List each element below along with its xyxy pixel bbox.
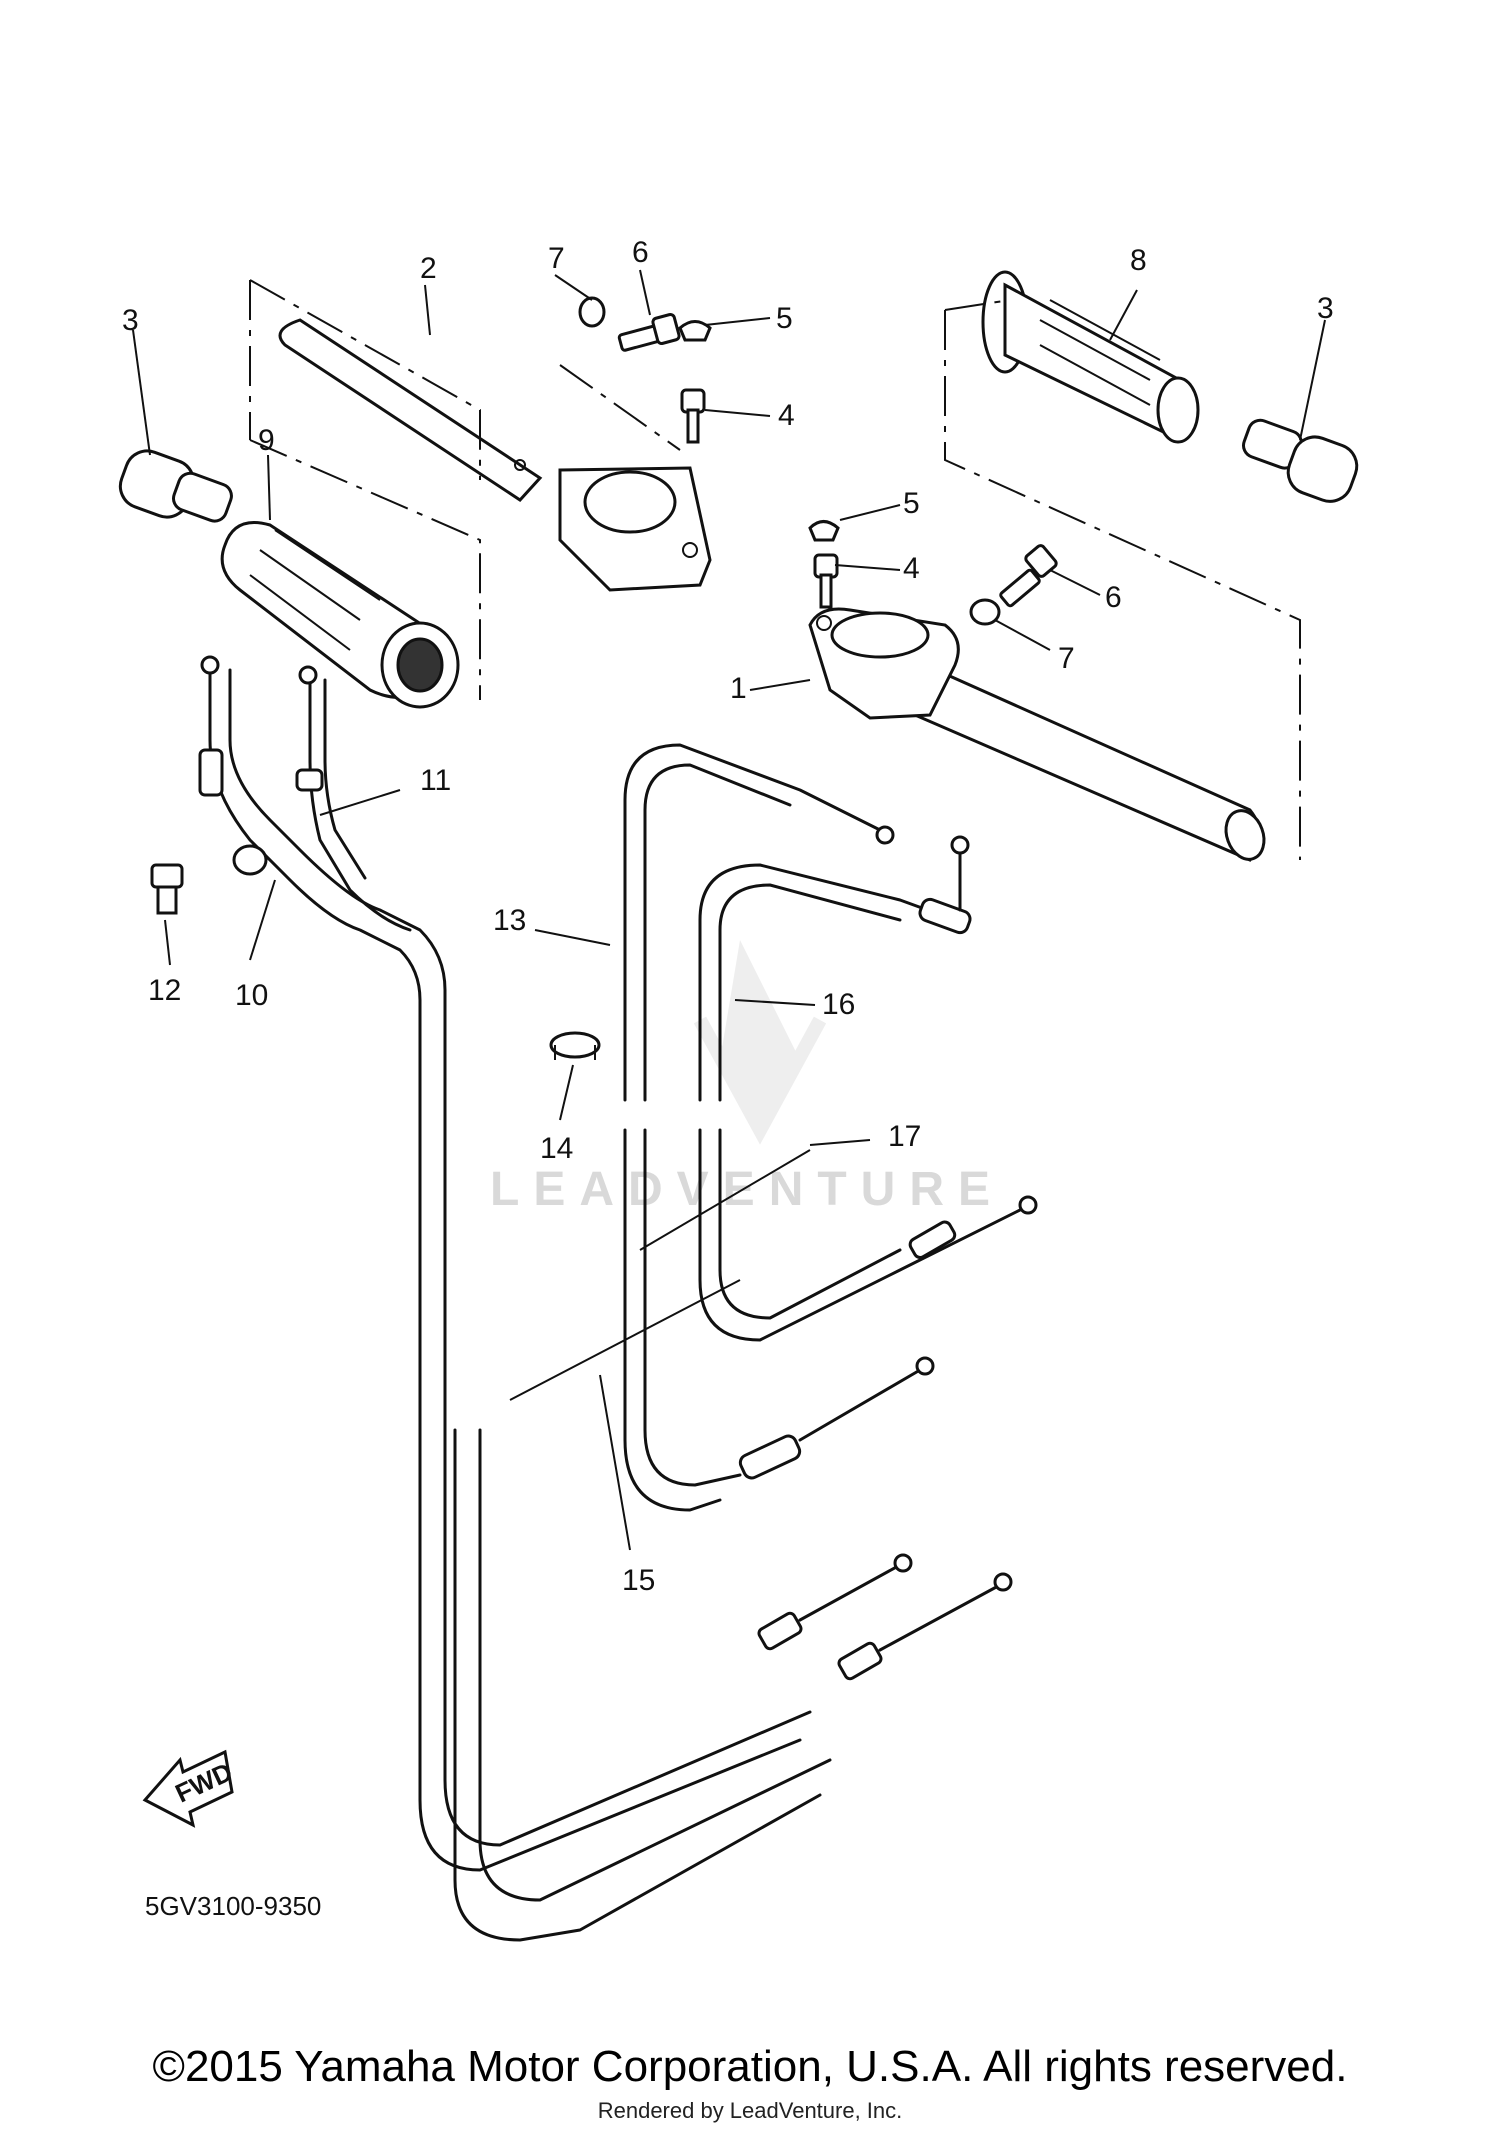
callout-7-left: 7 bbox=[548, 242, 565, 275]
callout-14: 14 bbox=[540, 1132, 573, 1165]
callout-9: 9 bbox=[258, 424, 275, 457]
right-bar-end-part-3 bbox=[1242, 418, 1359, 503]
callout-12: 12 bbox=[148, 974, 181, 1007]
throttle-cable-part-10 bbox=[198, 655, 812, 1872]
callout-8: 8 bbox=[1130, 244, 1147, 277]
callout-2: 2 bbox=[420, 252, 437, 285]
left-handlebar-part-2 bbox=[278, 318, 712, 592]
right-handlebar-part-1 bbox=[808, 607, 1266, 862]
callout-4-left: 4 bbox=[778, 399, 795, 432]
callout-5-right: 5 bbox=[903, 487, 920, 520]
left-cap-part-5 bbox=[678, 320, 712, 342]
callout-15: 15 bbox=[622, 1564, 655, 1597]
left-grip-part-9 bbox=[220, 521, 460, 709]
left-washer-part-7 bbox=[578, 296, 606, 328]
left-bolt-part-4 bbox=[680, 388, 706, 444]
right-bolt-part-6 bbox=[999, 544, 1058, 608]
callout-10: 10 bbox=[235, 979, 268, 1012]
left-bar-end-part-3 bbox=[118, 449, 233, 523]
cable-clamp-part-14 bbox=[549, 1031, 601, 1060]
callout-13: 13 bbox=[493, 904, 526, 937]
watermark-text: LEADVENTURE bbox=[490, 1163, 1004, 1216]
watermark-logo bbox=[693, 940, 827, 1145]
rendered-by-credit: Rendered by LeadVenture, Inc. bbox=[597, 2098, 903, 2123]
callout-5-left: 5 bbox=[776, 302, 793, 335]
callout-3-left: 3 bbox=[122, 304, 139, 337]
cable-return bbox=[698, 1128, 1038, 1342]
fwd-arrow-icon: FWD bbox=[142, 1749, 237, 1828]
left-bolt-part-6 bbox=[617, 312, 681, 352]
callout-6-right: 6 bbox=[1105, 581, 1122, 614]
cable-part-13 bbox=[623, 743, 895, 1102]
cable-part-16 bbox=[698, 835, 972, 1102]
cable-part-17 bbox=[509, 1149, 811, 1401]
right-grip-part-8 bbox=[981, 270, 1200, 444]
callout-1: 1 bbox=[730, 672, 747, 705]
right-bolt-part-4 bbox=[813, 553, 839, 609]
copyright-notice: ©2015 Yamaha Motor Corporation, U.S.A. A… bbox=[152, 2042, 1348, 2091]
throttle-cable-part-11 bbox=[295, 665, 412, 932]
callout-6-left: 6 bbox=[632, 236, 649, 269]
callout-3-right: 3 bbox=[1317, 292, 1334, 325]
callout-leaders bbox=[132, 269, 1326, 1551]
right-cap-part-5 bbox=[808, 520, 840, 542]
callout-7-right: 7 bbox=[1058, 642, 1075, 675]
cable-part-15 bbox=[623, 1128, 935, 1512]
screw-part-12 bbox=[150, 863, 184, 915]
drawing-code: 5GV3100-9350 bbox=[145, 1891, 321, 1921]
callout-16: 16 bbox=[822, 988, 855, 1021]
lower-cable-pair bbox=[453, 1428, 1013, 1942]
right-washer-part-7 bbox=[969, 598, 1001, 626]
callout-11: 11 bbox=[420, 764, 451, 797]
callout-17: 17 bbox=[888, 1120, 921, 1153]
callout-4-right: 4 bbox=[903, 552, 920, 585]
